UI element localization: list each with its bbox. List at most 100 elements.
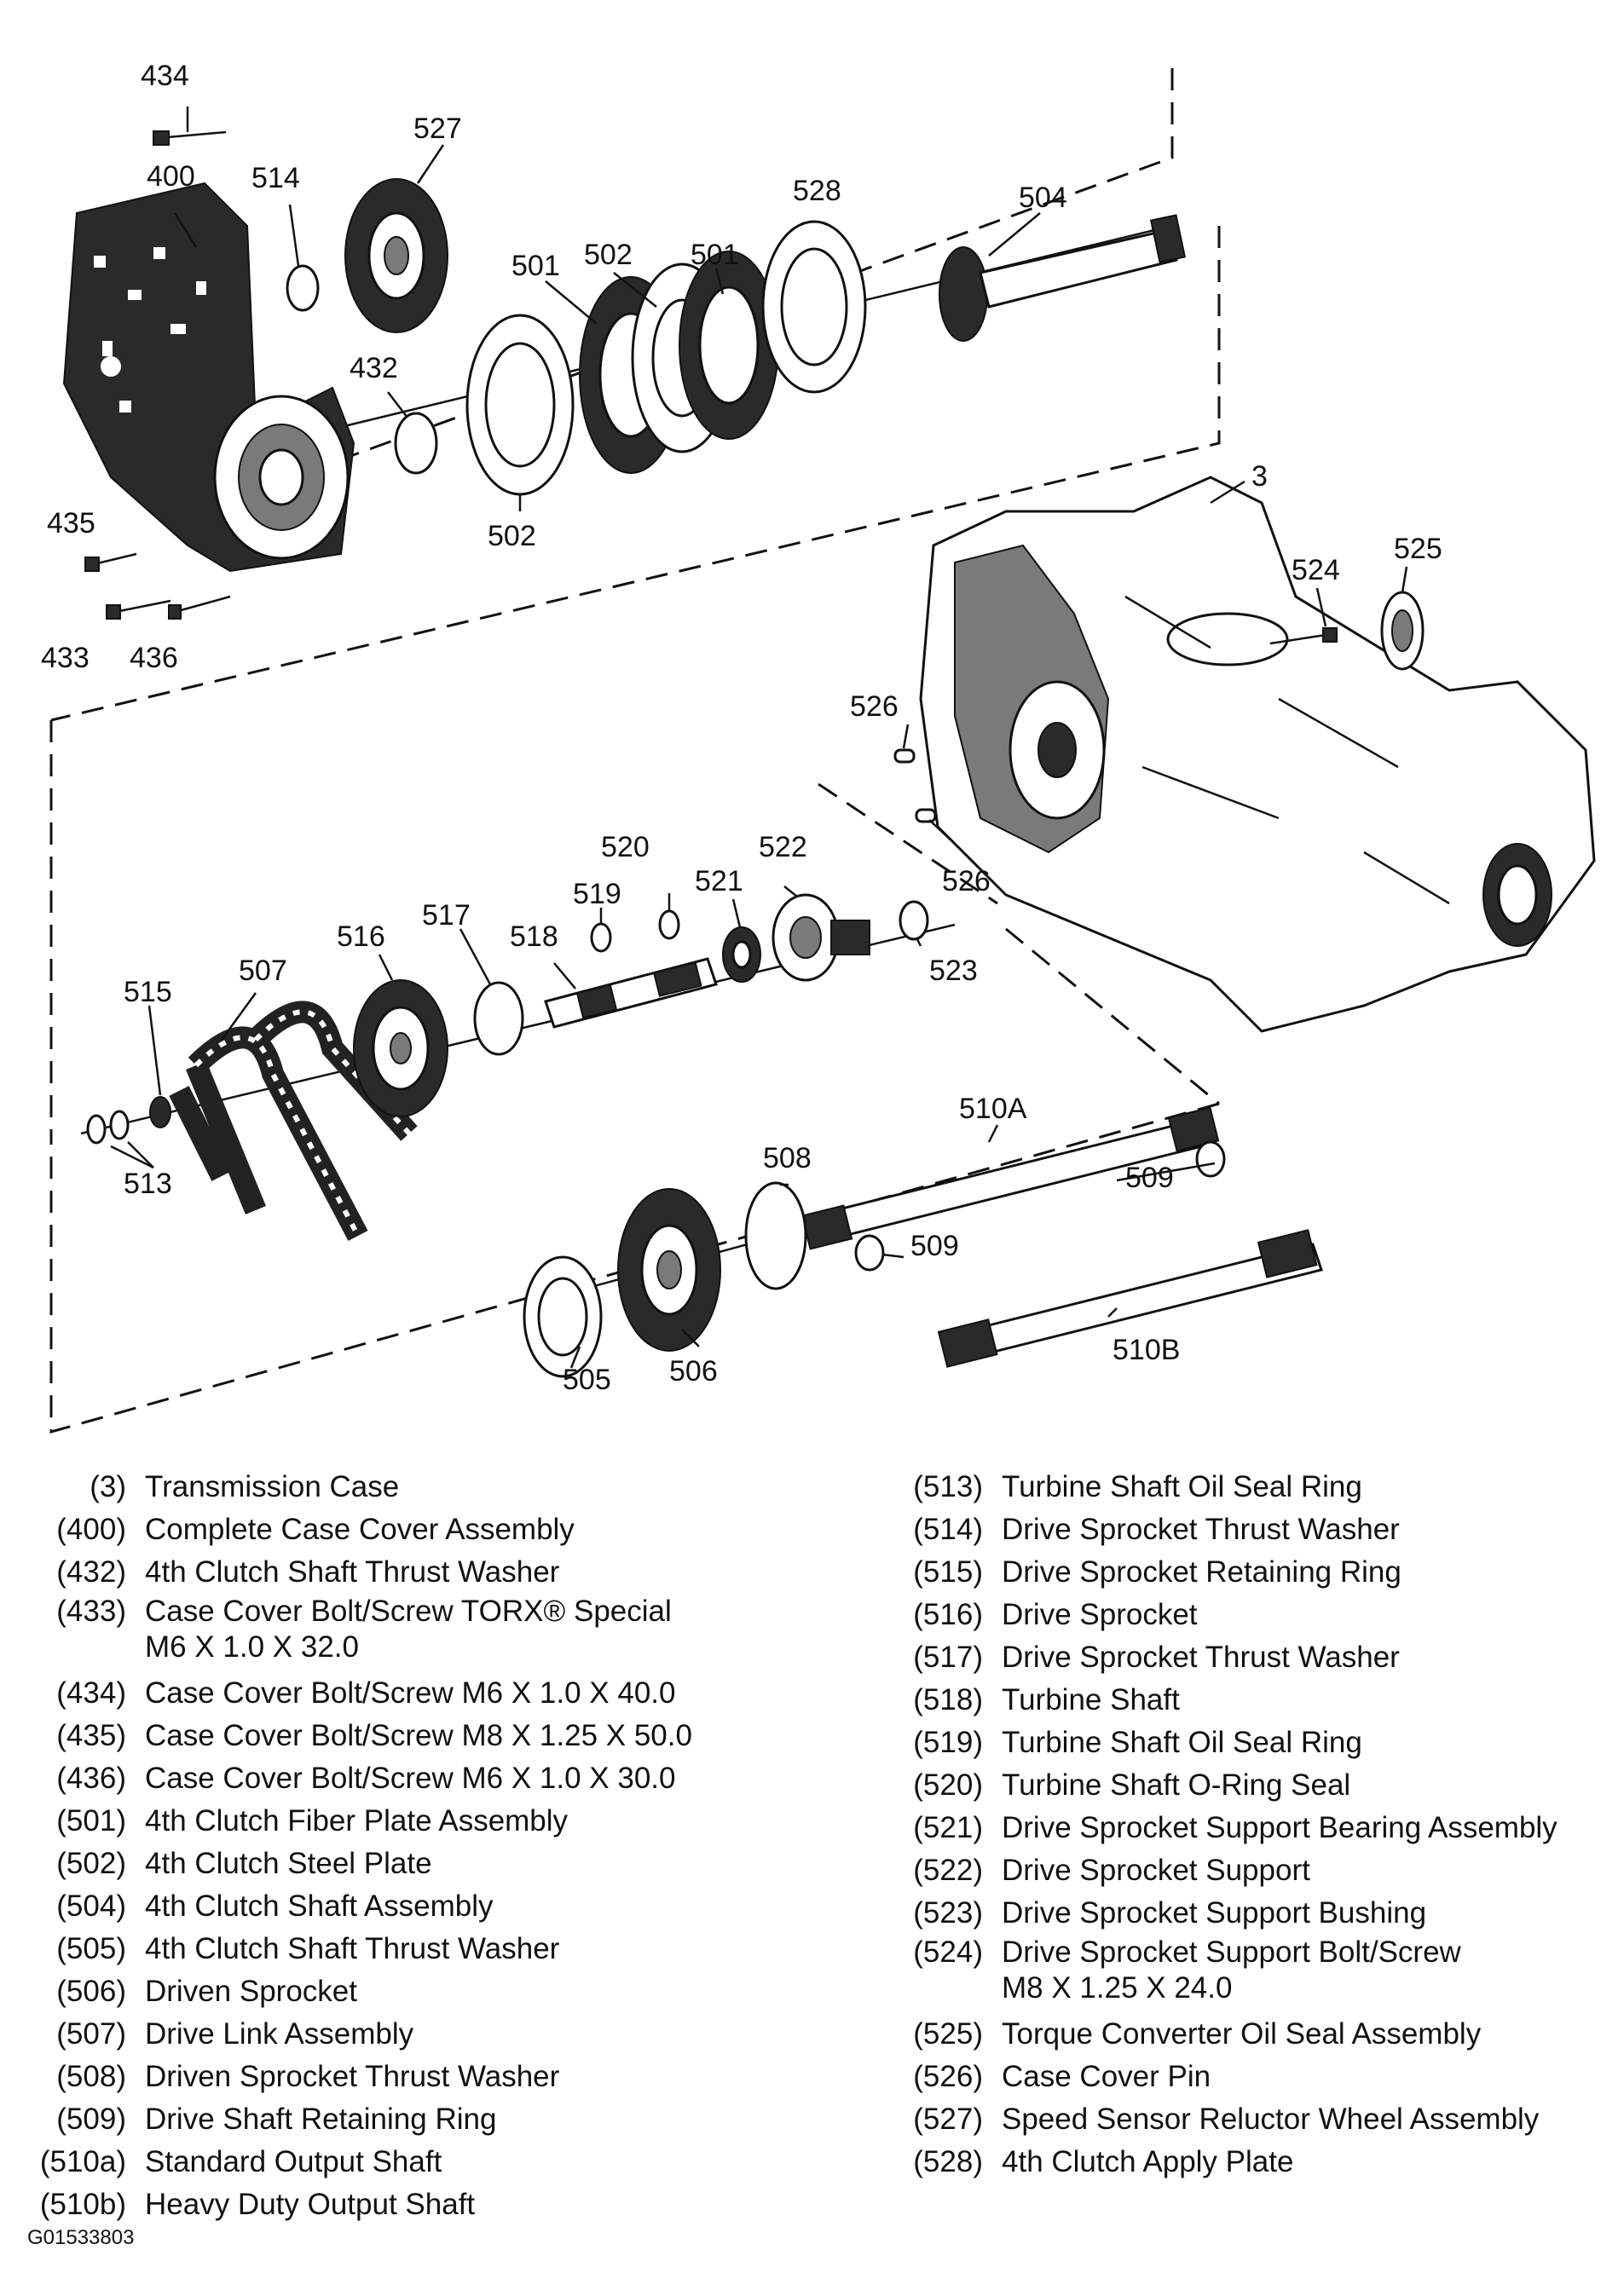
steel-plate-502 [465, 314, 575, 496]
legend-item: (521)Drive Sprocket Support Bearing Asse… [899, 1807, 1615, 1849]
legend-code: (435) [56, 1719, 126, 1752]
legend-code: (504) [56, 1889, 126, 1923]
legend-description: Case Cover Bolt/Screw M6 X 1.0 X 30.0 [145, 1762, 676, 1795]
legend-code: (516) [913, 1598, 983, 1631]
legend-code: (509) [56, 2103, 126, 2136]
bolt-433 [106, 599, 171, 620]
callout-509-lower: 509 [910, 1230, 959, 1262]
washer-505 [523, 1255, 603, 1378]
figure-code: G01533803 [27, 2226, 135, 2249]
callout-435: 435 [47, 507, 95, 539]
case-cover-assembly [62, 182, 355, 573]
callout-515: 515 [124, 976, 172, 1008]
callout-436: 436 [130, 642, 178, 674]
bolt-435 [84, 552, 137, 572]
legend-code: (501) [56, 1804, 126, 1837]
seal-525 [1380, 591, 1425, 671]
legend-description: Transmission Case [145, 1470, 400, 1503]
legend-item: (525)Torque Converter Oil Seal Assembly [899, 2013, 1615, 2056]
ring-509-upper [1195, 1140, 1226, 1178]
legend-item: (507)Drive Link Assembly [26, 2013, 878, 2056]
legend-code: (513) [913, 1470, 983, 1503]
assembly-boundary-lower [818, 782, 1220, 1105]
pin-526-lower [915, 808, 937, 823]
legend-description: Drive Sprocket [1002, 1598, 1198, 1631]
legend-description: Drive Sprocket Support [1002, 1854, 1310, 1887]
bushing-523 [899, 900, 929, 941]
legend-description: Turbine Shaft [1002, 1683, 1180, 1716]
legend-item: (510b) Heavy Duty Output Shaft [26, 2184, 878, 2226]
pin-526-upper [893, 748, 916, 764]
legend-item: (517) Drive Sprocket Thrust Washer [899, 1636, 1615, 1679]
washer-508 [744, 1181, 807, 1290]
callout-433: 433 [41, 642, 90, 674]
output-shaft-510a [800, 1106, 1220, 1250]
legend-code: (510b) [39, 2188, 126, 2221]
legend-code: (434) [56, 1676, 126, 1710]
legend-item: (508)Driven Sprocket Thrust Washer [26, 2056, 878, 2098]
callout-528: 528 [793, 175, 841, 207]
legend-description: 4th Clutch Shaft Assembly [145, 1889, 494, 1923]
legend-code: (527) [913, 2103, 983, 2136]
legend-code: (523) [913, 1896, 983, 1930]
o-ring-520 [658, 909, 680, 940]
washer-432 [394, 412, 438, 475]
seal-ring-519 [590, 922, 612, 953]
legend-column-left: (3)Transmission Case(400)Complete Case C… [26, 1466, 878, 2226]
legend-description: Drive Sprocket Retaining Ring [1002, 1555, 1401, 1589]
callout-522: 522 [759, 831, 807, 863]
callout-506: 506 [669, 1355, 718, 1387]
legend-description: Drive Link Assembly [145, 2017, 414, 2051]
drive-sprocket-516 [353, 979, 448, 1117]
callout-527: 527 [413, 112, 462, 145]
callout-517: 517 [422, 899, 471, 932]
ring-509-lower [854, 1234, 885, 1272]
legend-item: (526)Case Cover Pin [899, 2056, 1615, 2098]
legend-code: (505) [56, 1932, 126, 1965]
legend-item: (528)4th Clutch Apply Plate [899, 2141, 1615, 2184]
callout-523: 523 [929, 955, 978, 987]
legend-code: (506) [56, 1975, 126, 2008]
legend-item: (516) Drive Sprocket [899, 1594, 1615, 1636]
legend-description: Drive Sprocket Thrust Washer [1002, 1641, 1400, 1674]
legend-description: Drive Shaft Retaining Ring [145, 2103, 497, 2136]
callout-516: 516 [337, 920, 385, 953]
legend-description: Case Cover Bolt/Screw M8 X 1.25 X 50.0 [145, 1719, 692, 1752]
legend-description: Case Cover Bolt/Screw M6 X 1.0 X 40.0 [145, 1676, 676, 1710]
callout-513: 513 [124, 1168, 172, 1200]
bolt-524 [1269, 627, 1338, 645]
callout-521: 521 [695, 865, 743, 897]
legend-code: (515) [913, 1555, 983, 1589]
callout-525: 525 [1394, 533, 1442, 565]
legend-description: Heavy Duty Output Shaft [145, 2188, 476, 2221]
bolt-434 [153, 130, 227, 146]
callout-514: 514 [251, 162, 300, 194]
legend-code: (3) [90, 1470, 126, 1503]
legend-item: (513)Turbine Shaft Oil Seal Ring [899, 1466, 1615, 1509]
legend-description: 4th Clutch Fiber Plate Assembly [145, 1804, 569, 1837]
legend-item: (436)Case Cover Bolt/Screw M6 X 1.0 X 30… [26, 1757, 878, 1800]
legend-item: (520)Turbine Shaft O-Ring Seal [899, 1764, 1615, 1807]
callout-510b: 510B [1113, 1334, 1180, 1366]
reluctor-wheel-527 [344, 178, 448, 333]
legend-description: Turbine Shaft Oil Seal Ring [1002, 1726, 1362, 1759]
legend-code: (433) [56, 1595, 126, 1628]
callout-520: 520 [601, 831, 650, 863]
callout-526-lower: 526 [942, 865, 991, 897]
legend-code: (517) [913, 1641, 983, 1674]
callout-504: 504 [1019, 182, 1067, 214]
legend-code: (526) [913, 2060, 983, 2093]
legend-item: (3) Transmission Case [26, 1466, 878, 1509]
legend-description: Speed Sensor Reluctor Wheel Assembly [1002, 2103, 1540, 2136]
legend-code: (518) [913, 1683, 983, 1716]
legend-description: Standard Output Shaft [145, 2145, 442, 2178]
legend-code: (432) [56, 1555, 126, 1589]
seal-rings-513 [86, 1110, 130, 1145]
legend-description: Driven Sprocket Thrust Washer [145, 2060, 560, 2093]
legend-item: (527) Speed Sensor Reluctor Wheel Assembl… [899, 2098, 1615, 2141]
legend-description: Complete Case Cover Assembly [145, 1513, 575, 1546]
callout-519: 519 [573, 878, 621, 910]
callout-518: 518 [510, 920, 558, 953]
legend-description: Drive Sprocket Thrust Washer [1002, 1513, 1400, 1546]
callout-501-right: 501 [691, 239, 739, 271]
